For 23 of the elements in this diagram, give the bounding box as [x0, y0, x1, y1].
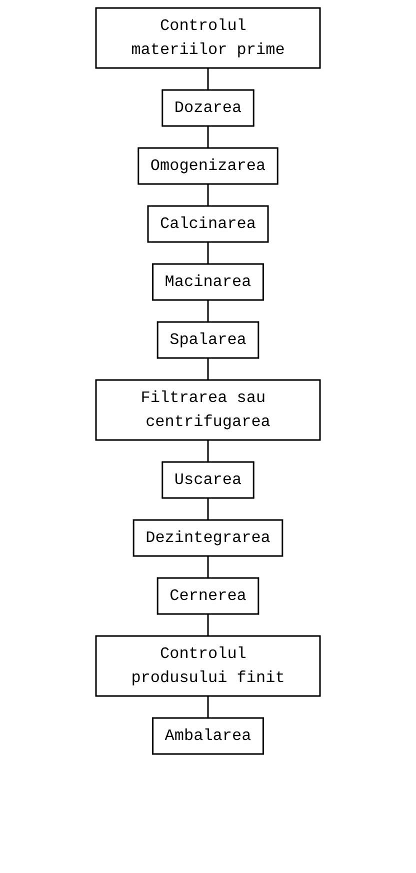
node-box: Calcinarea: [147, 205, 269, 243]
node-box: Cernerea: [156, 577, 260, 615]
node-box: Filtrarea sau centrifugarea: [95, 379, 321, 441]
node-box: Spalarea: [156, 321, 260, 359]
node-box: Omogenizarea: [138, 147, 278, 185]
node-box: Controlul materiilor prime: [95, 7, 321, 69]
node-box: Dozarea: [162, 89, 254, 127]
node-box: Dezintegrarea: [132, 519, 284, 557]
node-box: Ambalarea: [152, 717, 264, 755]
connector: [207, 68, 209, 90]
connector: [207, 184, 209, 206]
node-box: Uscarea: [162, 461, 254, 499]
connector: [207, 498, 209, 520]
connector: [207, 696, 209, 718]
connector: [207, 126, 209, 148]
connector: [207, 300, 209, 322]
connector: [207, 242, 209, 264]
connector: [207, 440, 209, 462]
connector: [207, 358, 209, 380]
node-box: Macinarea: [152, 263, 264, 301]
node-box: Controlul produsului finit: [95, 635, 321, 697]
connector: [207, 556, 209, 578]
connector: [207, 614, 209, 636]
